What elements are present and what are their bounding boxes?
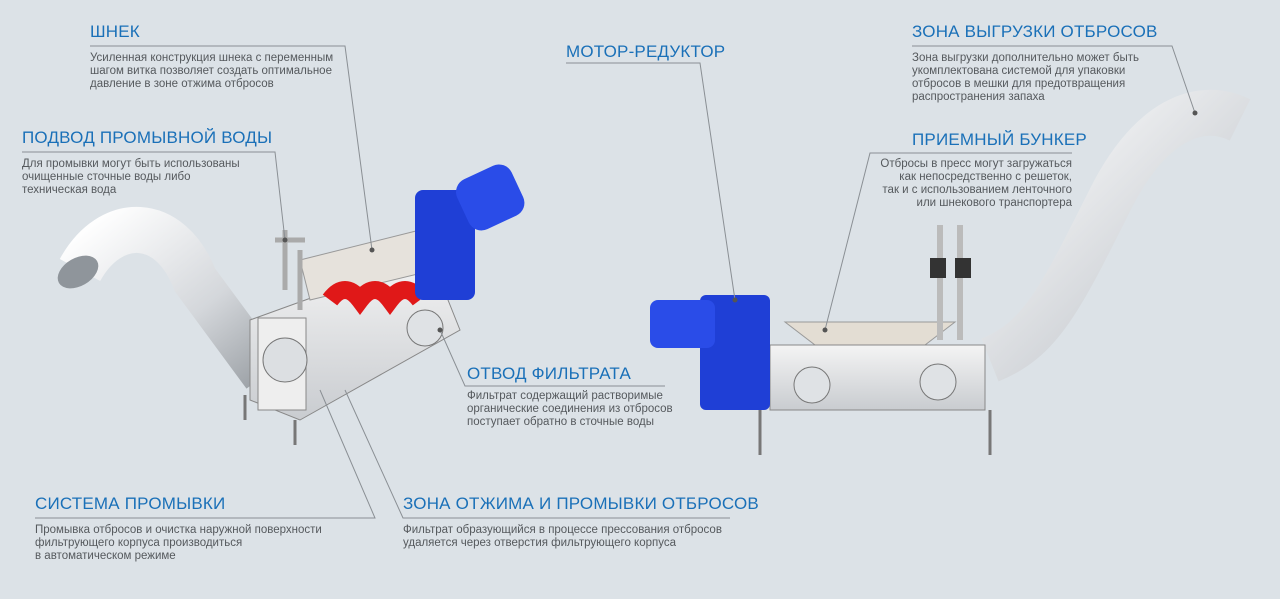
shnek-text: Усиленная конструкция шнека с переменным… [90, 52, 334, 90]
left-screw-press [57, 164, 525, 445]
press-zone-title: ЗОНА ОТЖИМА И ПРОМЫВКИ ОТБРОСОВ [403, 494, 759, 513]
water-supply-text: Для промывки могут быть использованы очи… [22, 158, 240, 196]
leader-dots [282, 110, 1198, 333]
unload-zone-text: Зона выгрузки дополнительно может быть у… [912, 52, 1140, 103]
leader-lines [22, 45, 1196, 519]
motor-title: МОТОР-РЕДУКТОР [566, 42, 726, 61]
filtrate-title: ОТВОД ФИЛЬТРАТА [467, 364, 631, 383]
shnek-title: ШНЕК [90, 22, 140, 41]
hopper-text: Отбросы в пресс могут загружаться как не… [880, 158, 1072, 209]
filtrate-text: Фильтрат содержащий растворимые органиче… [467, 390, 673, 428]
hopper-title: ПРИЕМНЫЙ БУНКЕР [912, 130, 1087, 149]
right-screw-press [650, 89, 1251, 455]
water-supply-title: ПОДВОД ПРОМЫВНОЙ ВОДЫ [22, 128, 273, 147]
wash-system-text: Промывка отбросов и очистка наружной пов… [35, 524, 322, 562]
unload-zone-title: ЗОНА ВЫГРУЗКИ ОТБРОСОВ [912, 22, 1158, 41]
press-zone-text: Фильтрат образующийся в процессе прессов… [403, 524, 722, 549]
wash-system-title: СИСТЕМА ПРОМЫВКИ [35, 494, 226, 513]
